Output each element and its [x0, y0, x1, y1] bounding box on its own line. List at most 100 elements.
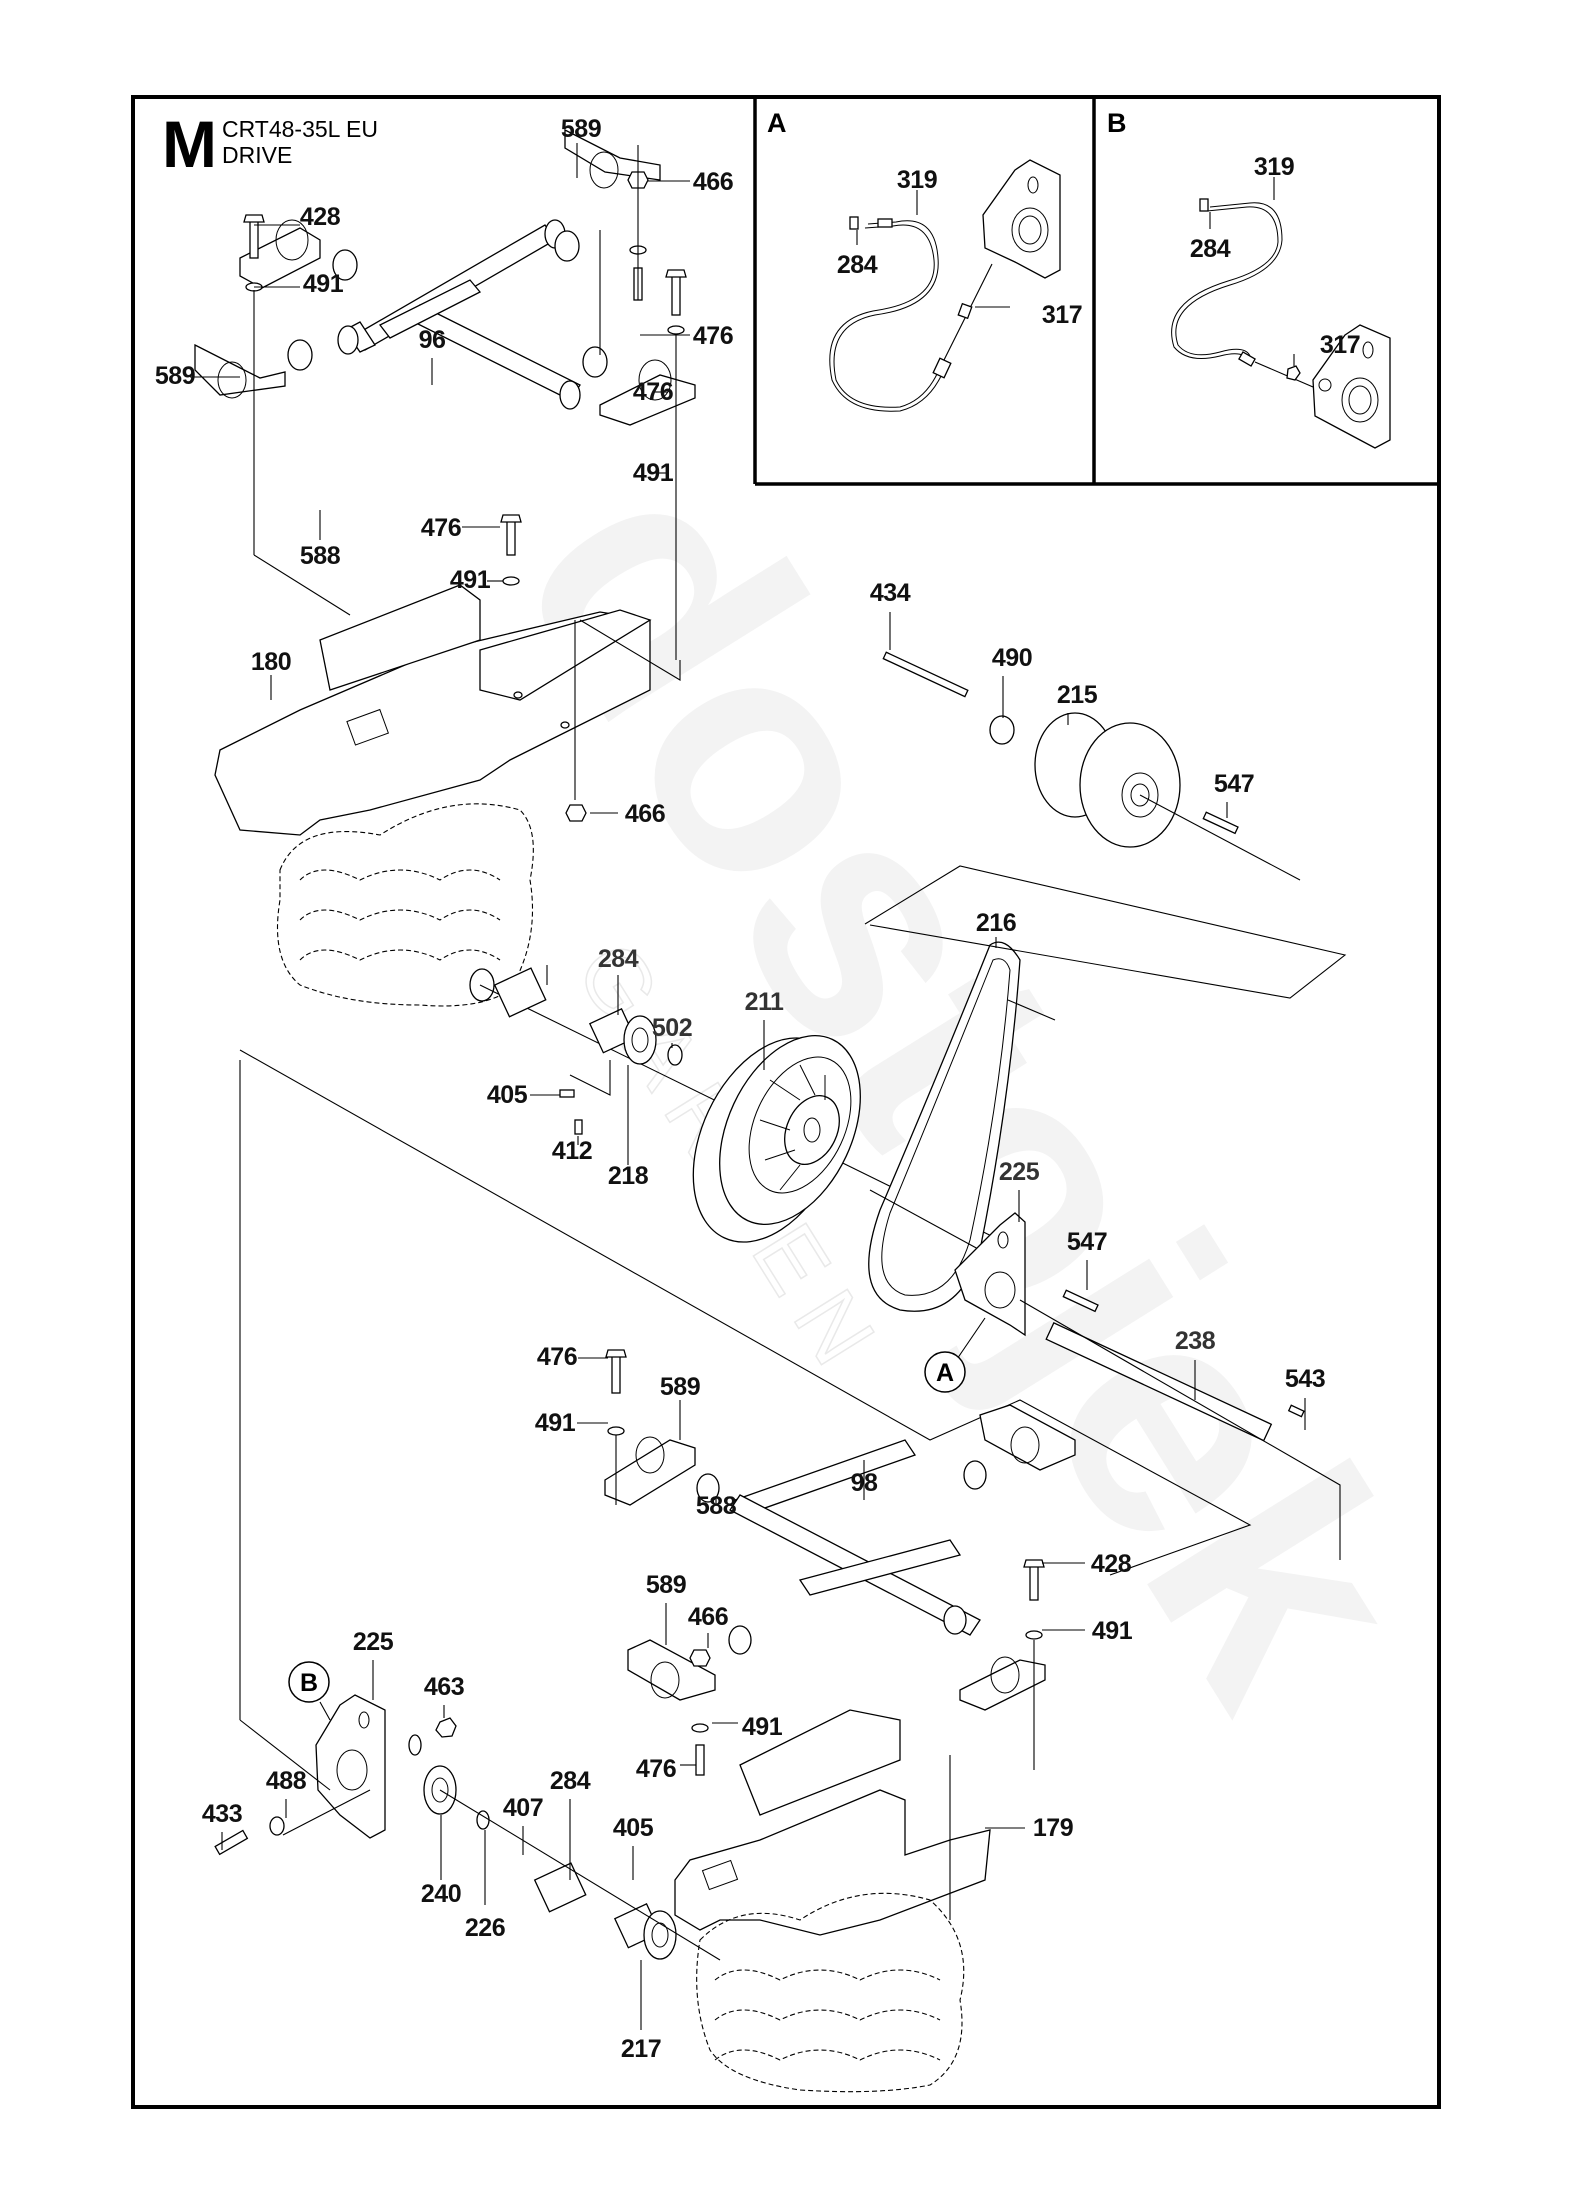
axle-98-icon [733, 1439, 917, 1516]
inset-a-clevis-pin-icon [849, 216, 859, 230]
inset-b-callout-317: 317 [1320, 331, 1360, 359]
bolt-icon [249, 219, 259, 259]
model-name: CRT48-35L EU [222, 116, 378, 142]
u-joint-lower-icon [533, 1862, 587, 1913]
callout-240: 240 [421, 1880, 461, 1908]
washer-488-icon [269, 1816, 285, 1836]
inset-b-callout-284: 284 [1190, 235, 1231, 263]
callout-407: 407 [503, 1794, 543, 1822]
callout-216: 216 [976, 909, 1016, 937]
callout-476: 476 [636, 1755, 676, 1783]
callout-476: 476 [537, 1343, 577, 1371]
inset-b-callout-319: 319 [1254, 153, 1294, 181]
callout-490: 490 [992, 644, 1032, 672]
pin-543-icon [1287, 1404, 1305, 1418]
bushing-icon [287, 339, 313, 371]
inset-a-callout-317: 317 [1042, 301, 1082, 329]
inset-boxes [753, 97, 1439, 486]
lower-axle-assembly [577, 1349, 1085, 1776]
belt-icon [868, 941, 1021, 1312]
bushing-lower-icon [696, 1473, 720, 1503]
callout-491: 491 [535, 1409, 576, 1437]
callout-466: 466 [693, 168, 733, 196]
inset-a-callout-319: 319 [897, 166, 937, 194]
callout-463: 463 [424, 1673, 464, 1701]
callout-466: 466 [625, 800, 665, 828]
variator-pulley-215 [864, 612, 1347, 999]
inset-a-cable-assembly [829, 159, 1061, 412]
callout-226: 226 [465, 1914, 505, 1942]
callout-589: 589 [660, 1373, 700, 1401]
callout-547: 547 [1067, 1228, 1107, 1256]
callout-412: 412 [552, 1137, 592, 1165]
callout-428: 428 [1091, 1550, 1132, 1578]
inset-b-nut-icon [1286, 365, 1301, 381]
belt-216 [868, 937, 1056, 1312]
bolt-434-icon [882, 651, 969, 698]
reference-marker-a[interactable]: A [924, 1351, 966, 1393]
callout-211: 211 [745, 988, 784, 1016]
callout-284: 284 [598, 945, 639, 973]
callout-589: 589 [561, 115, 601, 143]
group-name: DRIVE [222, 142, 292, 168]
callout-589: 589 [646, 1571, 686, 1599]
flange-218-icon [623, 1015, 657, 1065]
callout-225: 225 [999, 1158, 1040, 1186]
key-547b-icon [1062, 1289, 1099, 1313]
inset-a-bracket-icon [982, 159, 1061, 279]
bracket-225b-icon [315, 1694, 386, 1839]
callout-491: 491 [450, 566, 491, 594]
callout-488: 488 [266, 1767, 307, 1795]
lower-coupling-assembly [214, 1060, 721, 2030]
callout-225: 225 [353, 1628, 394, 1656]
upper-axle-assembly [190, 128, 696, 660]
callout-476: 476 [693, 322, 733, 350]
callout-502: 502 [652, 1014, 692, 1042]
callout-588: 588 [696, 1492, 737, 1520]
reference-marker-b[interactable]: B [288, 1661, 330, 1703]
transmission-icon [277, 803, 534, 1007]
callout-491: 491 [303, 270, 344, 298]
callout-543: 543 [1285, 1365, 1325, 1393]
u-joint-icon [493, 967, 547, 1018]
key-547-icon [1202, 811, 1239, 835]
inset-b-clevis-pin-icon [1199, 198, 1209, 212]
callout-238: 238 [1175, 1327, 1216, 1355]
flange-217-icon [643, 1910, 677, 1960]
section-letter: M [162, 107, 217, 181]
frame-bracket-179 [674, 1709, 1025, 1936]
callout-98: 98 [851, 1469, 878, 1497]
callout-96: 96 [419, 326, 446, 354]
inset-b-letter: B [1107, 108, 1127, 138]
callout-434: 434 [870, 579, 911, 607]
inset-b-cable-assembly [1171, 177, 1391, 449]
bolt-433-icon [214, 1829, 249, 1856]
reference-a-text: A [936, 1359, 954, 1387]
inset-a-nut-icon [957, 302, 973, 320]
callout-476: 476 [421, 514, 461, 542]
reference-b-text: B [300, 1669, 318, 1697]
washer-490-icon [989, 715, 1015, 745]
callout-218: 218 [608, 1162, 649, 1190]
callout-428: 428 [300, 203, 341, 231]
callout-179: 179 [1033, 1814, 1073, 1842]
coupling-218-assembly [479, 965, 1021, 1251]
drive-shaft-238-assembly [239, 1049, 1341, 1576]
callout-491: 491 [742, 1713, 783, 1741]
callout-180: 180 [251, 648, 291, 676]
callout-547: 547 [1214, 770, 1254, 798]
inset-a-letter: A [767, 108, 787, 138]
pillow-block-icon [239, 227, 321, 289]
transmission-lower [696, 1892, 965, 2093]
frame-179-icon [674, 1789, 991, 1936]
frame-bracket-180 [214, 584, 681, 836]
callout-476: 476 [633, 378, 673, 406]
callout-491: 491 [1092, 1617, 1133, 1645]
callout-589: 589 [155, 362, 195, 390]
callout-215: 215 [1057, 681, 1098, 709]
callout-466: 466 [688, 1603, 728, 1631]
callout-284: 284 [550, 1767, 591, 1795]
transmission-upper [277, 803, 534, 1007]
circlip-502-icon [667, 1044, 683, 1066]
